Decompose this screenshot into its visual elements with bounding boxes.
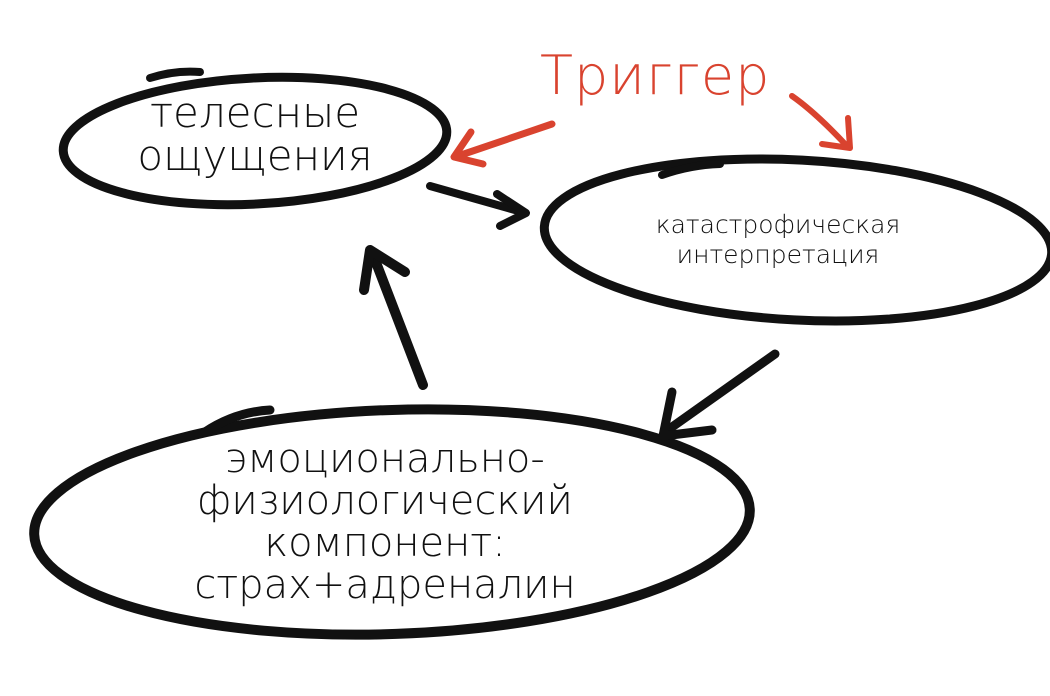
arrow-emotion-to-sensations — [359, 245, 428, 390]
node-catastrophic-interpretation-line-2: интерпретация — [676, 240, 880, 269]
node-body-sensations-line-2: ощущения — [137, 130, 373, 180]
arrow-sensations-to-interpretation — [426, 182, 530, 230]
trigger-arrow-to-sensations — [450, 120, 556, 168]
node-body-sensations-text: телесные ощущения — [105, 88, 405, 180]
trigger-arrow-to-interpretation — [789, 93, 853, 151]
node-emotional-component-ellipse — [29, 404, 755, 640]
node-body-sensations-ellipse — [58, 67, 452, 210]
node-emotional-component-line-1: эмоционально- — [225, 436, 545, 482]
node-emotional-component-line-3: компонент: — [264, 520, 506, 566]
node-catastrophic-interpretation-ellipse — [539, 154, 1050, 326]
node-emotional-component-line-2: физиологический — [197, 478, 573, 524]
arrow-interpretation-to-emotion — [658, 349, 780, 441]
node-emotional-component-line-4: страх+адреналин — [194, 562, 576, 608]
node-emotional-component-text: эмоционально- физиологический компонент:… — [160, 438, 610, 606]
node-catastrophic-interpretation-line-1: катастрофическая — [655, 210, 901, 239]
trigger-label: Триггер — [540, 44, 771, 107]
node-catastrophic-interpretation-text: катастрофическая интерпретация — [598, 210, 958, 270]
node-body-sensations-line-1: телесные — [149, 88, 361, 137]
